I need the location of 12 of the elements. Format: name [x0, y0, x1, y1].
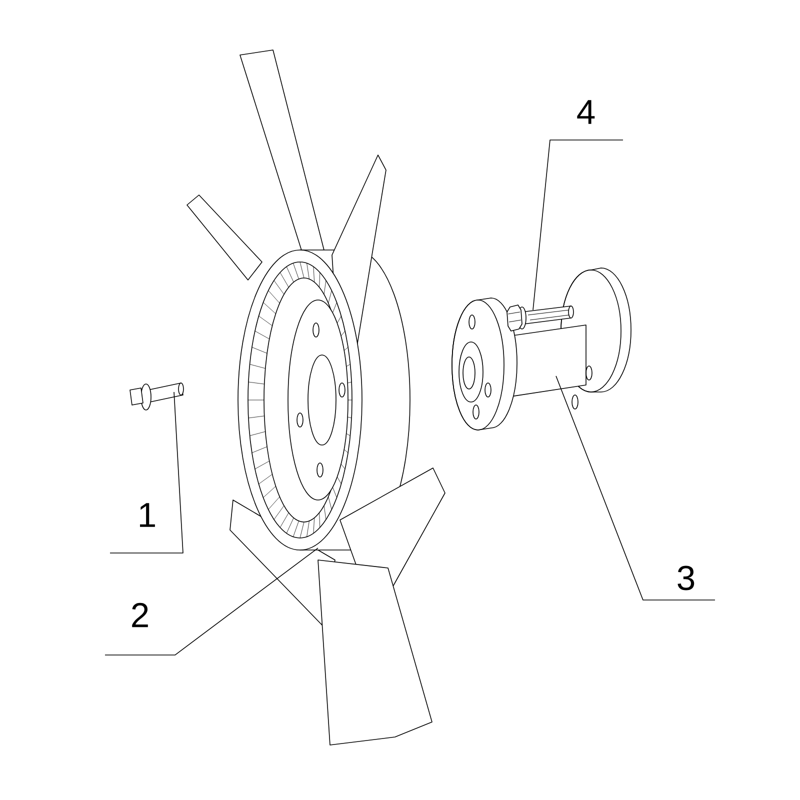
fan-drawing — [186, 50, 446, 746]
leader-line — [556, 376, 716, 600]
bolt-drawing — [130, 382, 184, 410]
callout-number: 4 — [577, 100, 595, 124]
leader-line — [110, 392, 184, 554]
callout-number: 2 — [132, 602, 148, 628]
bolt-drawing — [506, 304, 574, 332]
spacer-drawing — [452, 268, 632, 430]
callout-number: 3 — [678, 566, 694, 590]
leader-line — [104, 548, 318, 656]
leader-line — [532, 140, 624, 310]
callout-number: 1 — [140, 503, 155, 527]
